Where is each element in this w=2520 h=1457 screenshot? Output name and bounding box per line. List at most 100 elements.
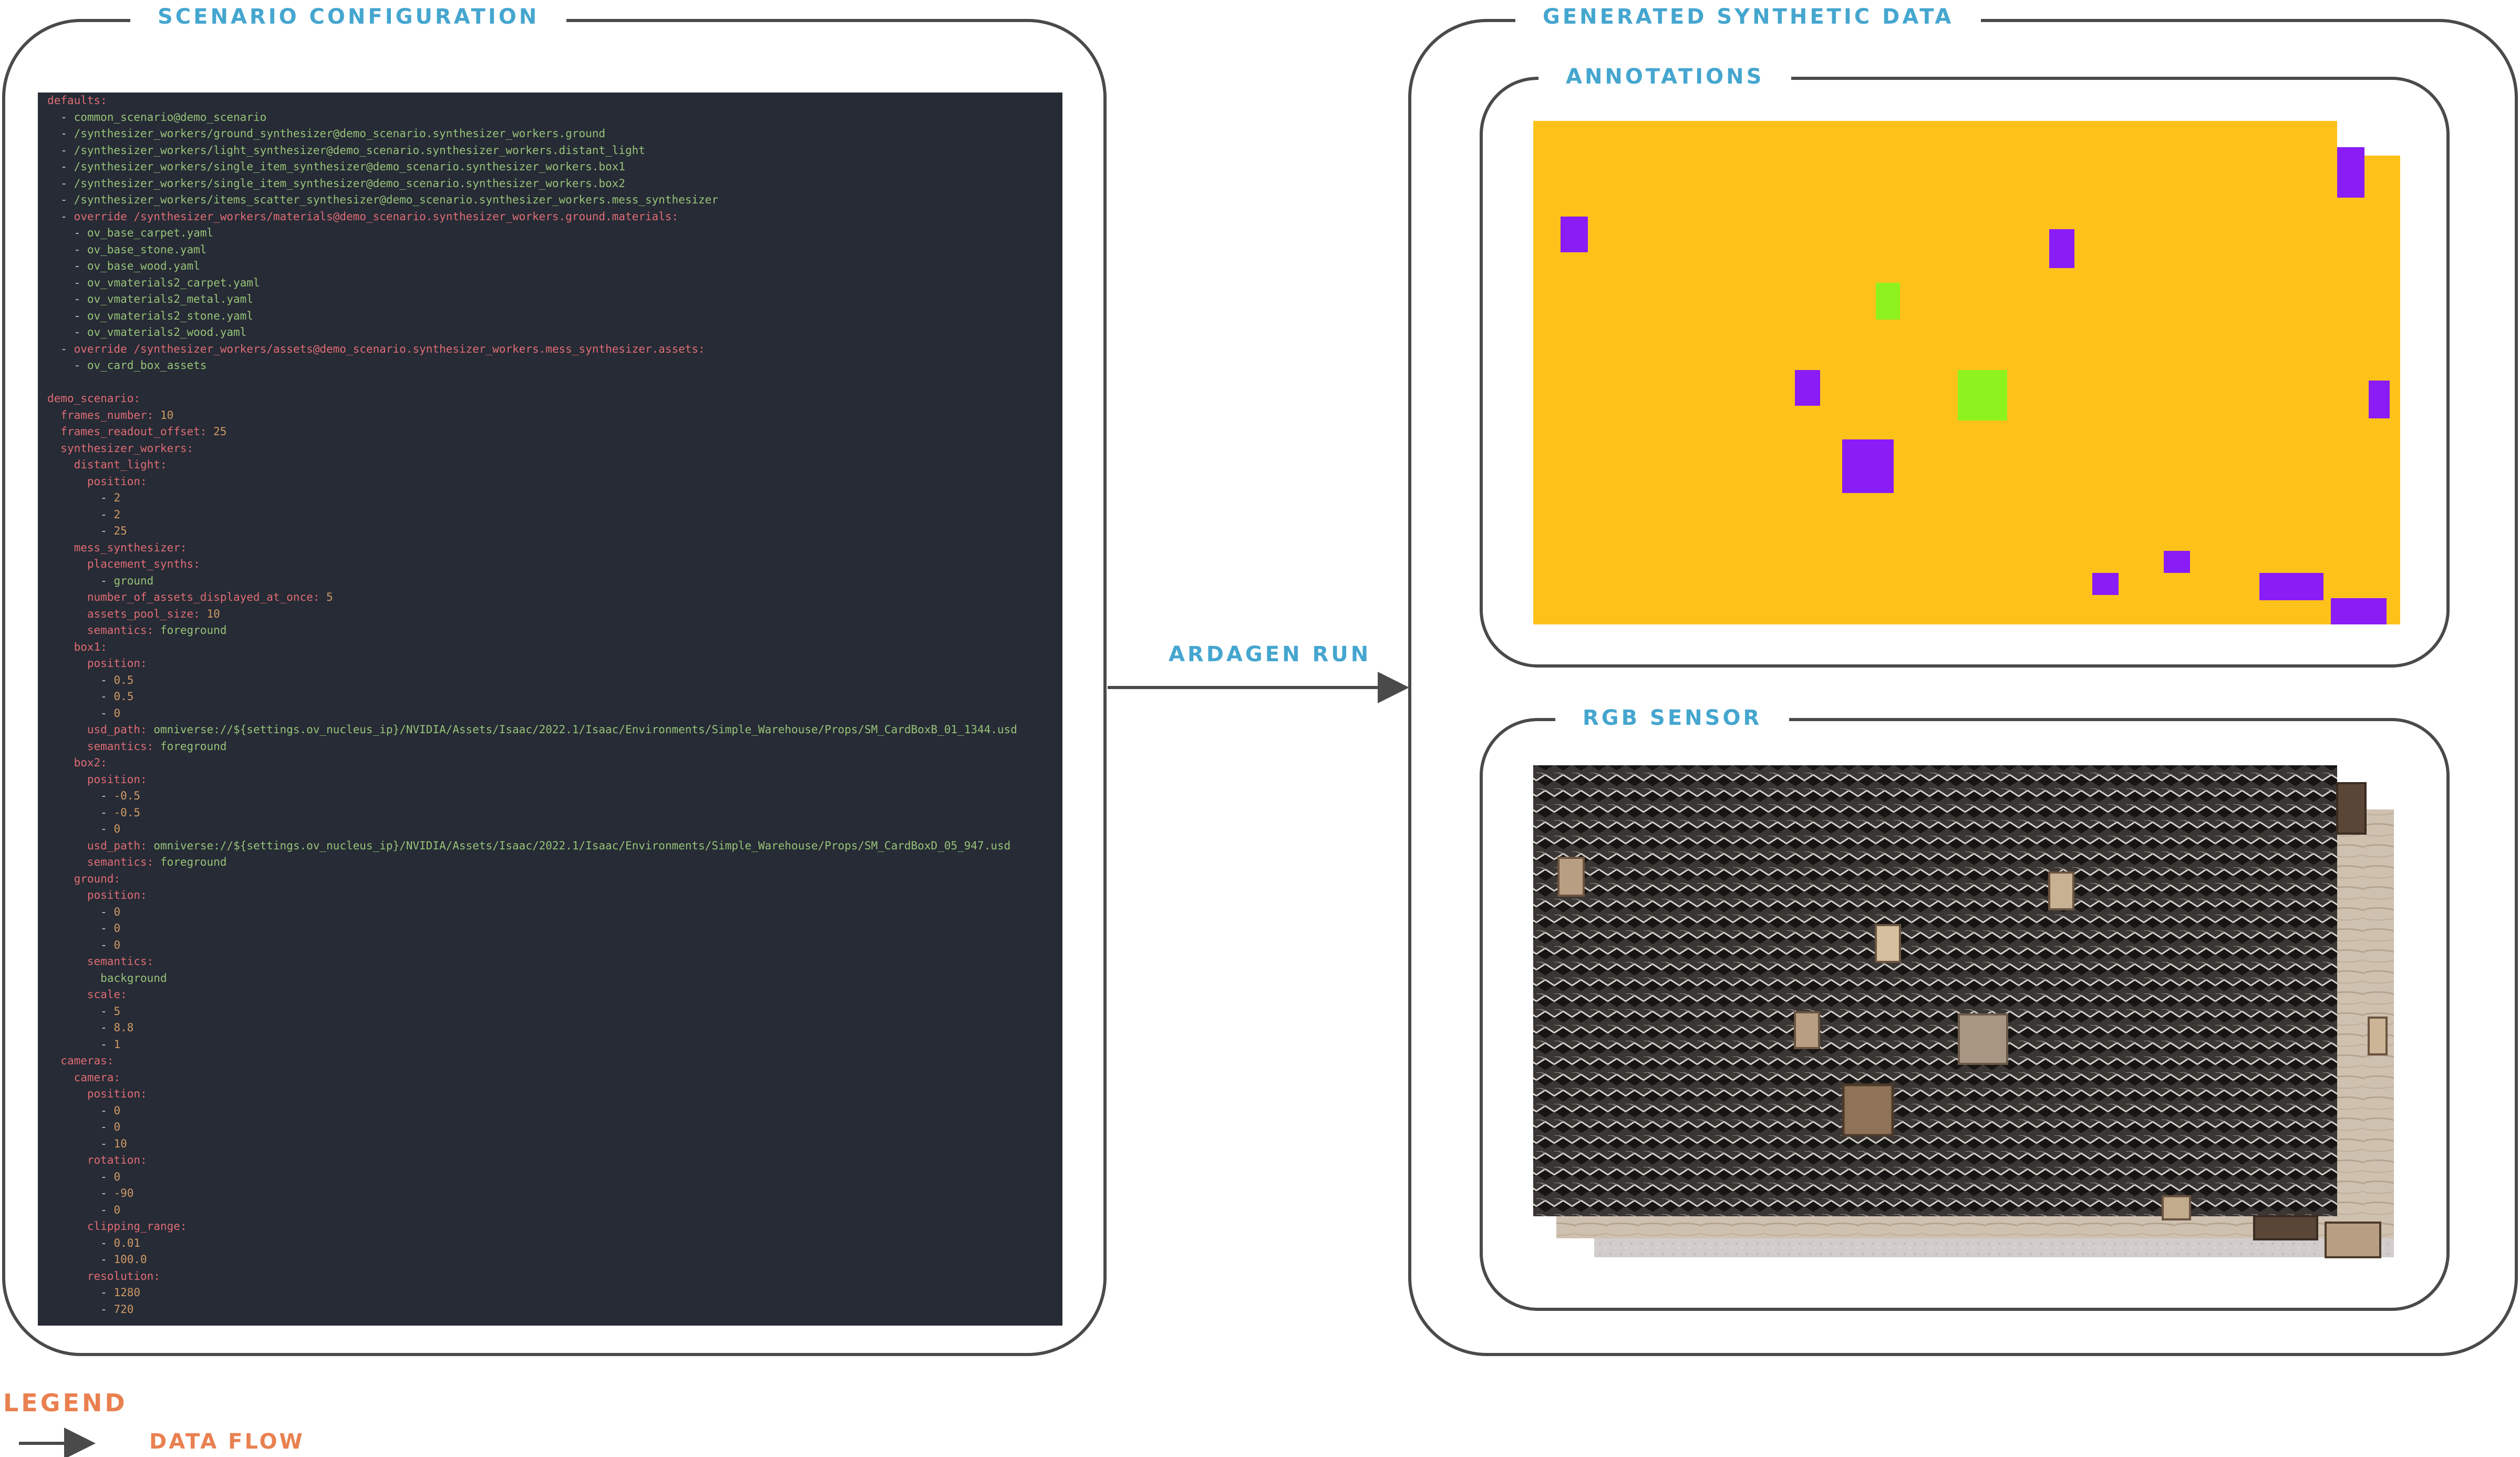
code-line: cameras: [47,1053,1062,1070]
code-line: synthesizer_workers: [47,440,1062,457]
code-line: - 0 [47,904,1062,921]
code-token: - [47,905,114,918]
code-token: 2 [113,508,121,521]
code-token: - [47,525,114,537]
code-line: placement_synths: [47,556,1062,573]
code-token: - [47,1236,114,1249]
code-token: /synthesizer_workers/single_item_synthes… [74,177,625,190]
code-line: - 0 [47,705,1062,722]
code-line: - 25 [47,523,1062,540]
code-line: - ov_base_stone.yaml [47,242,1062,259]
code-token: - [47,789,114,802]
code-line: - 0.5 [47,672,1062,689]
code-token: - [47,260,87,272]
code-line: - 1 [47,1037,1062,1053]
code-token: position: [87,475,147,488]
code-line: - 0 [47,1119,1062,1136]
code-token: - [47,1286,114,1299]
code-token: omniverse://${settings.ov_nucleus_ip}/NV… [153,723,1017,736]
code-token: position: [87,773,147,786]
code-token: /synthesizer_workers/ground_synthesizer@… [74,127,606,140]
rgb-box [2368,1017,2388,1055]
code-token: foreground [160,624,227,637]
code-token: position: [87,1087,147,1100]
code-token: - [47,690,114,703]
code-token: /synthesizer_workers/items_scatter_synth… [74,193,718,206]
code-token: - [47,673,114,686]
code-line: - /synthesizer_workers/items_scatter_syn… [47,192,1062,209]
code-token: ground [113,574,154,587]
code-line: - -0.5 [47,805,1062,822]
code-line: - 0 [47,1202,1062,1219]
yaml-code-block: defaults: - common_scenario@demo_scenari… [38,93,1062,1326]
code-token: 0 [113,823,121,835]
code-line: - 0.5 [47,689,1062,705]
code-token: 0 [113,905,121,918]
code-line: - 0.01 [47,1235,1062,1252]
code-token: ground: [74,872,121,885]
code-token: 0.01 [113,1236,141,1249]
code-line: frames_readout_offset: 25 [47,424,1062,440]
code-line: - 0 [47,920,1062,937]
code-token: demo_scenario: [47,392,141,405]
code-line: - 8.8 [47,1020,1062,1037]
annotations-title: Annotations [1538,63,1792,90]
code-token: 5 [113,1004,121,1018]
code-token: - [47,938,114,951]
code-token: - [47,293,87,305]
code-line: box2: [47,755,1062,772]
code-line: - ov_base_wood.yaml [47,258,1062,275]
code-token: 720 [113,1302,134,1316]
generated-synthetic-data-title: Generated Synthetic Data [1515,3,1981,30]
code-line: - 1280 [47,1285,1062,1301]
scenario-configuration-title: Scenario Configuration [130,3,567,30]
annotation-box [2164,551,2190,573]
code-token: - [47,1104,114,1117]
rgb-box [1557,857,1585,897]
ardagen-run-label: ArDaGen Run [1169,642,1371,666]
code-token: background [100,971,167,984]
code-token: 25 [213,425,227,438]
rgb-box [2162,1195,2191,1220]
code-line: - ground [47,573,1062,590]
code-line: - 0 [47,937,1062,954]
code-line: semantics: foreground [47,738,1062,755]
code-token: - [47,806,114,819]
code-line: - 2 [47,507,1062,524]
code-line: camera: [47,1070,1062,1086]
annotation-box [2331,598,2387,624]
code-line: - /synthesizer_workers/light_synthesizer… [47,142,1062,159]
code-token: cameras: [60,1054,114,1067]
rgb-box [2253,1215,2318,1240]
code-token: - [47,127,74,140]
code-line: - /synthesizer_workers/single_item_synth… [47,176,1062,192]
code-token: number_of_assets_displayed_at_once: [87,591,320,603]
code-line: - 5 [47,1003,1062,1020]
code-line: rotation: [47,1152,1062,1169]
code-line: assets_pool_size: 10 [47,606,1062,623]
rgb-box [1875,924,1901,963]
code-token: - [47,1253,114,1266]
rgb-box [1794,1011,1820,1049]
code-token: 0.5 [113,673,134,686]
annotation-box [2259,573,2323,600]
code-token: - [47,210,74,223]
code-token: - [47,574,114,587]
annotation-image [1533,121,2400,624]
code-line: scale: [47,987,1062,1003]
code-line: number_of_assets_displayed_at_once: 5 [47,589,1062,606]
code-token: position: [87,657,147,670]
code-token: - [47,1302,114,1316]
code-token: - [47,243,87,256]
code-line: - ov_vmaterials2_carpet.yaml [47,275,1062,292]
code-token: 0 [113,1170,121,1183]
code-token: - [47,342,74,355]
code-line: - 720 [47,1301,1062,1318]
code-token: override /synthesizer_workers/materials@… [74,210,679,223]
code-token: 1280 [113,1286,141,1299]
code-line: - -0.5 [47,788,1062,805]
code-token: - [47,143,74,157]
code-token: -90 [113,1187,134,1199]
code-line: position: [47,474,1062,490]
